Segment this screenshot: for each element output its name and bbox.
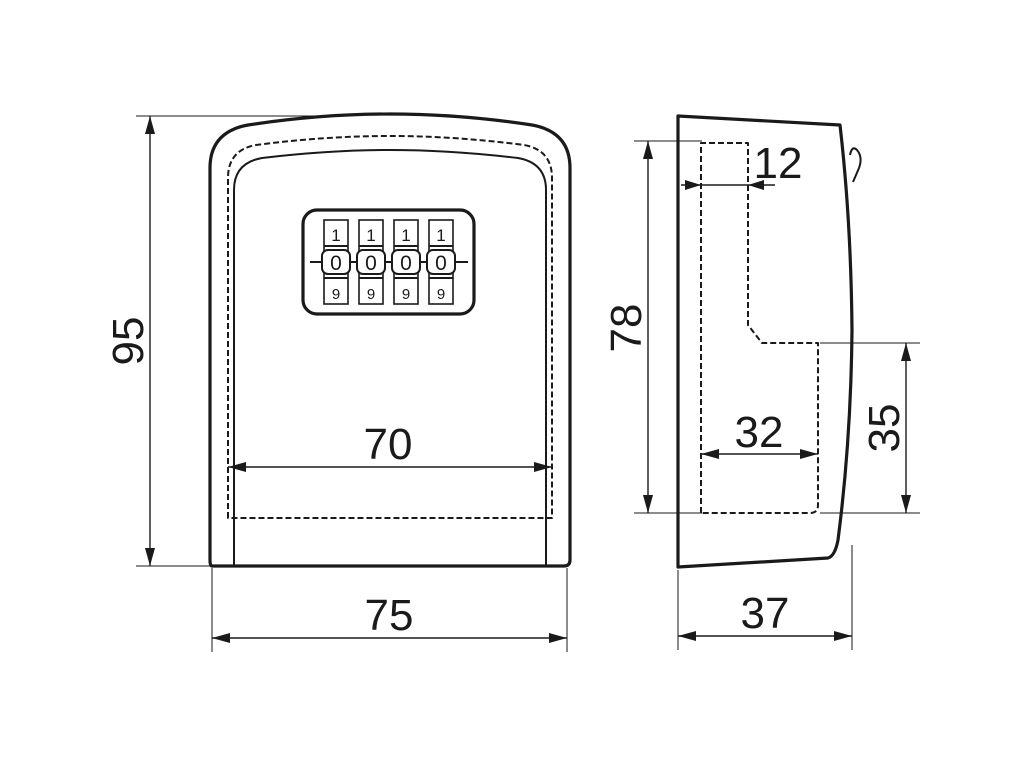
- wheel-digit-top: 1: [401, 226, 410, 245]
- front-body-outline: [208, 112, 572, 568]
- height-label: 95: [104, 317, 153, 366]
- inner-depth-label: 32: [735, 408, 784, 457]
- wheel-current-digit-frame: [321, 249, 351, 275]
- side-cavity-dashed: [700, 142, 819, 514]
- wheel-digit-current: 0: [365, 252, 377, 275]
- width-label: 75: [365, 591, 414, 640]
- combination-wheel[interactable]: 1 0 9: [391, 219, 421, 305]
- front-dimensions: 95 75 70: [104, 115, 568, 652]
- wheel-digit-current: 0: [400, 252, 412, 275]
- width-arrow-right: [549, 633, 567, 643]
- wheel-digit-bottom: 9: [437, 286, 445, 303]
- lower-height-arrow-bottom: [901, 495, 911, 513]
- wheel-digit-top: 1: [331, 226, 340, 245]
- combination-wheel[interactable]: 1 0 9: [356, 219, 386, 305]
- inner-height-label: 78: [602, 304, 651, 353]
- inner-depth-arrow-left: [701, 449, 719, 459]
- front-view: 1 0 9 1 0 9 1 0 9 1 0 9: [208, 112, 572, 568]
- wheel-digit-current: 0: [330, 252, 342, 275]
- height-arrow-bottom: [145, 548, 155, 566]
- combination-window: [301, 208, 476, 316]
- width-arrow-left: [212, 633, 230, 643]
- inner-width-arrow-right: [534, 462, 552, 472]
- side-body-outline: [676, 114, 854, 569]
- lower-height-label: 35: [860, 404, 909, 453]
- wheel-digit-top: 1: [436, 226, 445, 245]
- wheel-current-digit-frame: [426, 249, 456, 275]
- wheel-current-digit-frame: [391, 249, 421, 275]
- lower-height-arrow-top: [901, 343, 911, 361]
- step-depth-label: 12: [754, 139, 803, 188]
- inner-height-arrow-bottom: [643, 495, 653, 513]
- inner-depth-arrow-right: [800, 449, 818, 459]
- side-dimensions: 78 37 32 12 35: [602, 139, 920, 650]
- wheel-digit-bottom: 9: [367, 286, 375, 303]
- depth-arrow-left: [678, 631, 696, 641]
- wheel-digit-current: 0: [435, 252, 447, 275]
- depth-label: 37: [741, 589, 790, 638]
- side-hook: [849, 147, 862, 183]
- step-depth-arrow-left: [685, 180, 701, 190]
- combination-wheel[interactable]: 1 0 9: [321, 219, 351, 305]
- inner-height-arrow-top: [643, 141, 653, 159]
- inner-width-arrow-left: [228, 462, 246, 472]
- combination-wheels: 1 0 9 1 0 9 1 0 9 1 0 9: [310, 219, 468, 305]
- wheel-current-digit-frame: [356, 249, 386, 275]
- side-view: [676, 114, 862, 569]
- wheel-digit-top: 1: [366, 226, 375, 245]
- height-arrow-top: [145, 116, 155, 134]
- depth-arrow-right: [834, 631, 852, 641]
- front-cavity-dashed: [227, 135, 553, 519]
- step-depth-arrow-right: [748, 180, 764, 190]
- wheel-digit-bottom: 9: [402, 286, 410, 303]
- front-inner-panel: [233, 149, 547, 520]
- wheel-digit-bottom: 9: [332, 286, 340, 303]
- combination-wheel[interactable]: 1 0 9: [426, 219, 456, 305]
- inner-width-label: 70: [364, 420, 413, 469]
